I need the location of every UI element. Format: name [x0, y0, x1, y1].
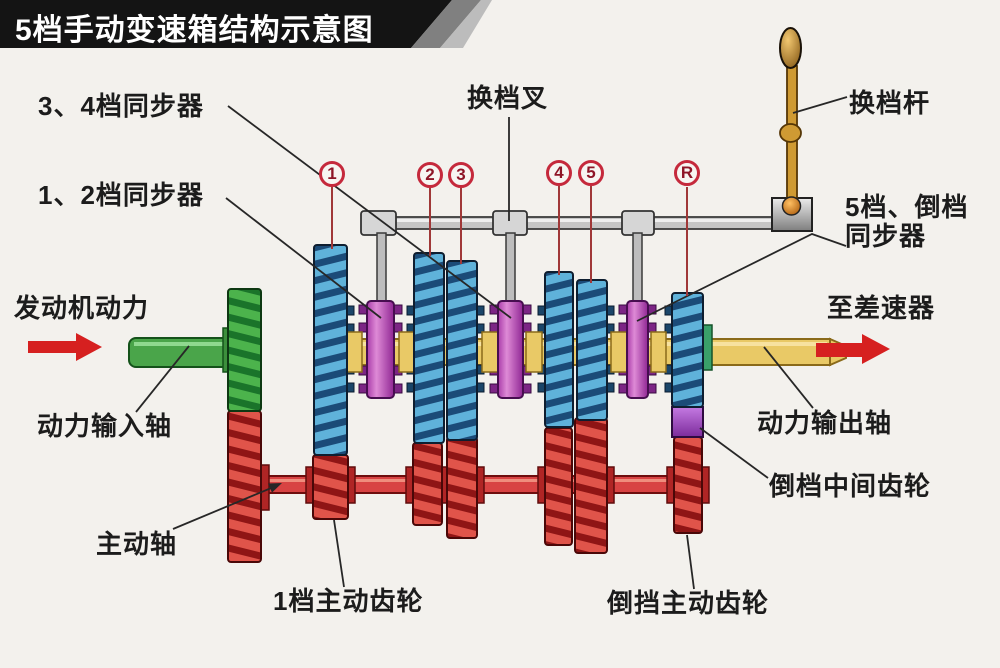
pointer-output-shaft	[763, 346, 814, 409]
fork-block-1	[360, 210, 397, 236]
gear-2-driven	[413, 252, 445, 444]
fork-rod-1	[376, 232, 387, 306]
marker-gear-5: 5	[578, 160, 604, 186]
gear-5-driving	[574, 417, 608, 554]
gear-4-driven	[544, 271, 574, 428]
marker-gear-2: 2	[417, 162, 443, 188]
countershaft-driving-gears	[312, 417, 703, 554]
output-shaft-collars	[345, 331, 667, 373]
power-input-shaft	[128, 337, 230, 368]
label-sync-5-r-line2: 同步器	[845, 221, 927, 251]
label-gear1-drive: 1档主动齿轮	[273, 586, 424, 616]
fork-block-2	[492, 210, 528, 236]
pointer-sync34	[227, 105, 512, 319]
reverse-driving-gear	[673, 436, 703, 534]
fork-rod-3	[632, 232, 643, 306]
gear-lever	[771, 27, 813, 232]
fork-block-3	[621, 210, 655, 236]
label-engine-power: 发动机动力	[14, 293, 150, 323]
label-shift-fork: 换档叉	[467, 83, 549, 113]
marker-gear-1: 1	[319, 161, 345, 187]
pointer-counter-shaft	[172, 485, 277, 530]
marker-gear-r: R	[674, 160, 700, 186]
pointer-reverse-idler	[699, 427, 769, 479]
pointer-reverse-drive	[686, 534, 695, 590]
label-shift-lever: 换档杆	[849, 88, 931, 118]
lever-knob	[779, 27, 802, 69]
gear-3-driven	[446, 260, 478, 441]
page-title: 5档手动变速箱结构示意图	[15, 14, 374, 47]
gear-1-driven	[313, 244, 348, 456]
label-sync-1-2: 1、2档同步器	[38, 180, 204, 210]
label-reverse-idler: 倒档中间齿轮	[769, 471, 932, 501]
marker-lines	[331, 186, 688, 296]
reverse-idler-gear	[671, 406, 704, 438]
pointer-counter-shaft-arrowhead	[268, 483, 282, 493]
input-gear	[222, 288, 262, 412]
lever-pivot-ball	[781, 196, 802, 216]
gear-3-driving	[446, 436, 478, 539]
marker-gear-4: 4	[546, 160, 572, 186]
synchronizer-3-4	[497, 300, 524, 399]
gear-5-driven	[576, 279, 608, 421]
title-banner	[0, 0, 492, 48]
pointer-input-shaft	[135, 345, 190, 413]
gear-2-driving	[412, 442, 443, 526]
label-sync-3-4: 3、4档同步器	[38, 91, 204, 121]
label-counter-shaft: 主动轴	[96, 529, 178, 559]
label-reverse-drive: 倒挡主动齿轮	[607, 588, 770, 618]
pointer-sync5r	[636, 233, 847, 322]
pointer-gear1-drive	[333, 519, 345, 588]
label-to-differential: 至差速器	[827, 293, 936, 323]
synchronizers	[366, 300, 649, 399]
pointer-lines	[135, 96, 848, 590]
gear-4-driving	[544, 427, 573, 546]
label-sync-5-r: 5档、倒档 同步器	[845, 193, 968, 251]
label-input-shaft: 动力输入轴	[37, 411, 173, 441]
label-output-shaft: 动力输出轴	[757, 408, 893, 438]
label-sync-5-r-line1: 5档、倒档	[845, 192, 969, 222]
marker-gear-3: 3	[448, 162, 474, 188]
reverse-driven-gear	[671, 292, 704, 408]
fork-rod-2	[505, 232, 516, 306]
gear-1-driving	[312, 454, 349, 520]
power-in-arrow	[28, 333, 102, 361]
pointer-shift-lever	[792, 96, 848, 114]
countershaft-driven-gear	[227, 410, 262, 563]
lever-joint	[779, 123, 802, 143]
shift-rail	[360, 210, 776, 306]
power-out-arrow	[816, 334, 890, 364]
synchronizer-5-r	[626, 300, 649, 399]
synchronizer-1-2	[366, 300, 395, 399]
pointer-sync12	[225, 197, 382, 319]
